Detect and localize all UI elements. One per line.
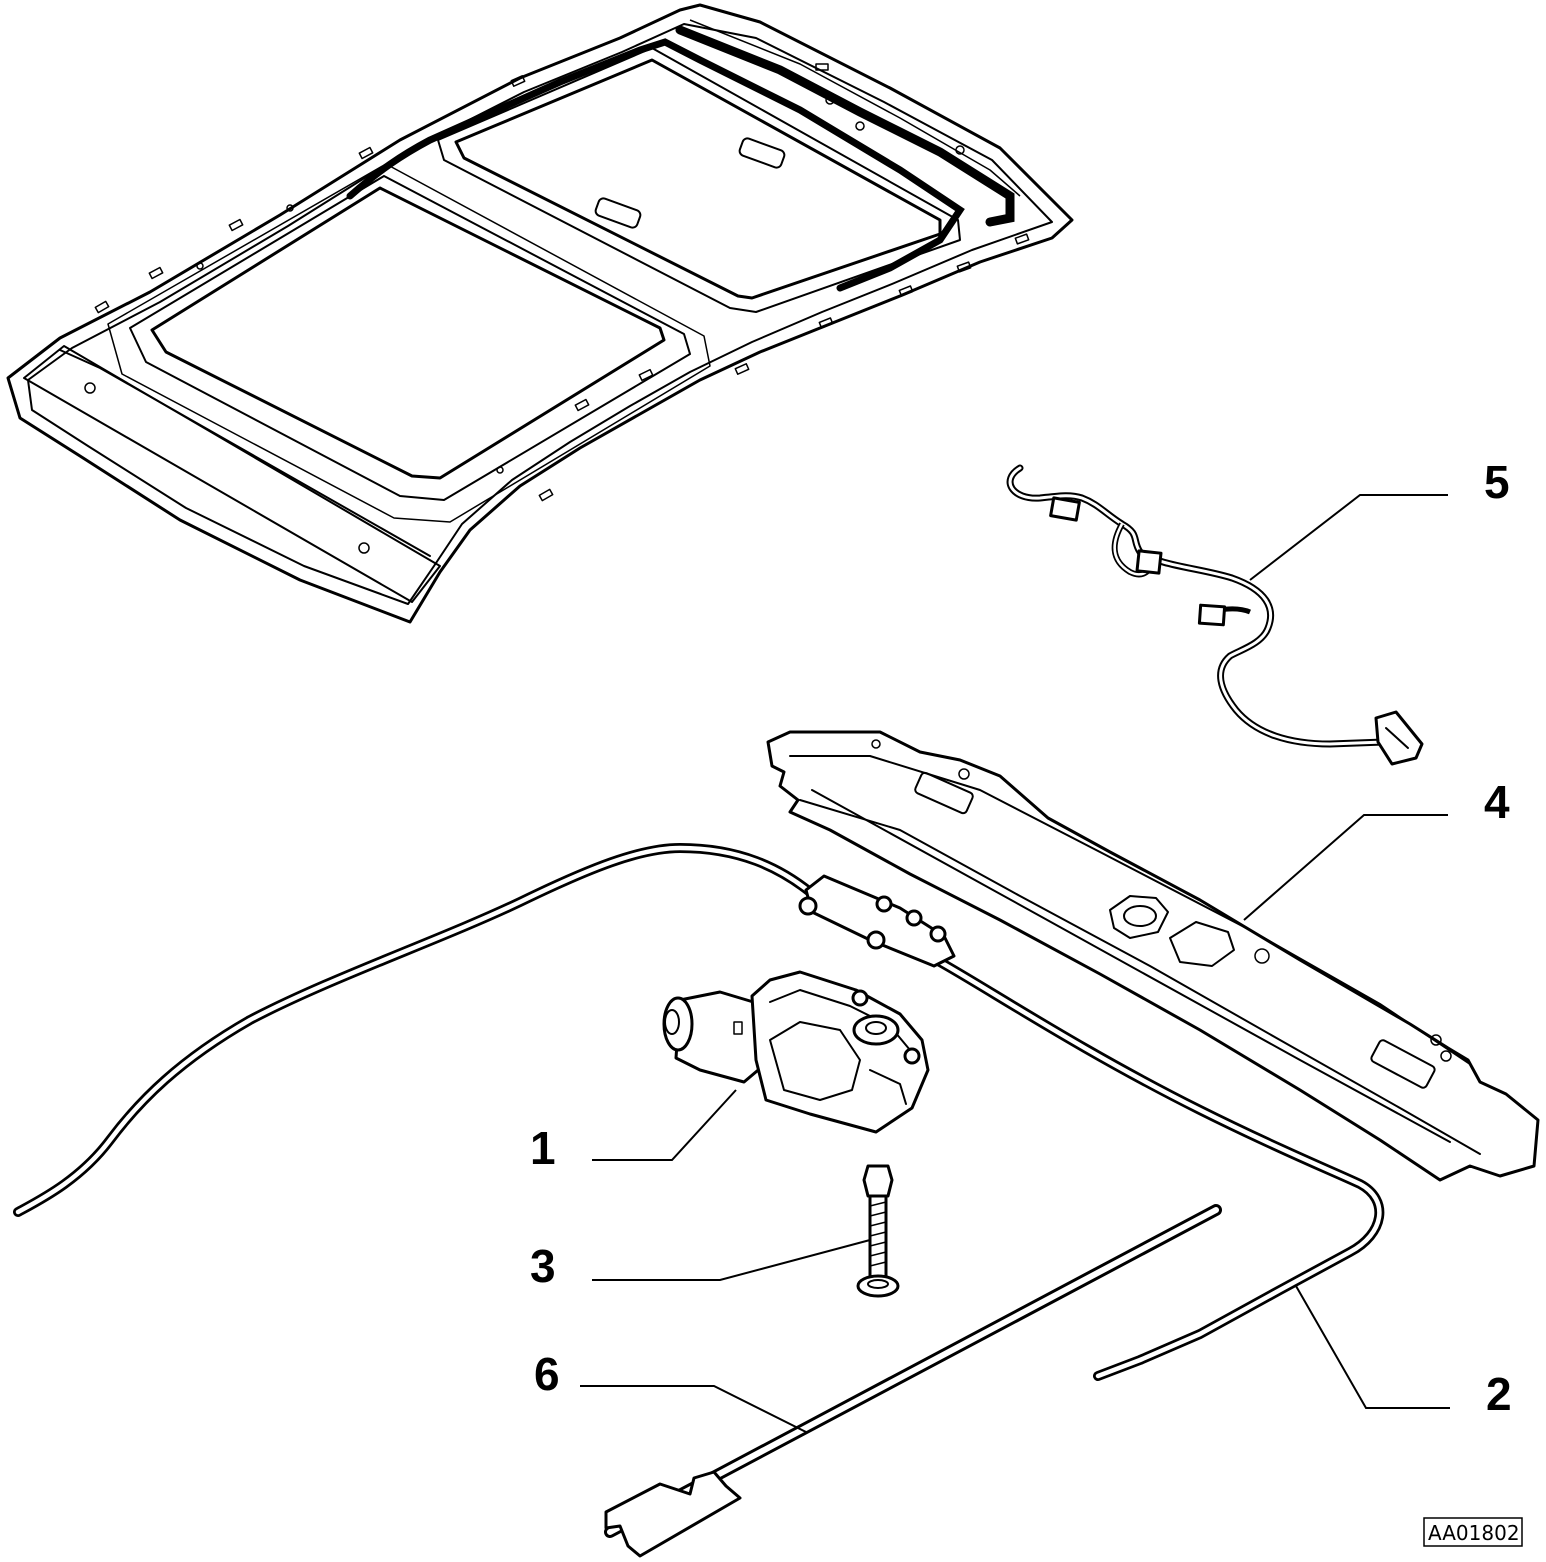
wiring-harness (1006, 464, 1424, 766)
reference-code-box: AA01802 (1423, 1517, 1523, 1547)
callout-3: 3 (530, 1240, 556, 1292)
roof-holes (84, 63, 1030, 554)
callout-2: 2 (1486, 1368, 1512, 1420)
callout-4: 4 (1484, 776, 1510, 828)
sunroof-motor (662, 970, 930, 1134)
guide-seal (604, 1204, 1222, 1558)
rear-cross-member (766, 730, 1540, 1182)
reference-code: AA01802 (1428, 1521, 1520, 1545)
callout-6: 6 (534, 1348, 560, 1400)
callout-5: 5 (1484, 456, 1510, 508)
callout-1: 1 (530, 1122, 556, 1174)
drive-cable (13, 843, 1385, 1381)
mounting-bolt (856, 1164, 900, 1298)
roof-panel (6, 3, 1074, 624)
leader-lines (580, 494, 1450, 1433)
